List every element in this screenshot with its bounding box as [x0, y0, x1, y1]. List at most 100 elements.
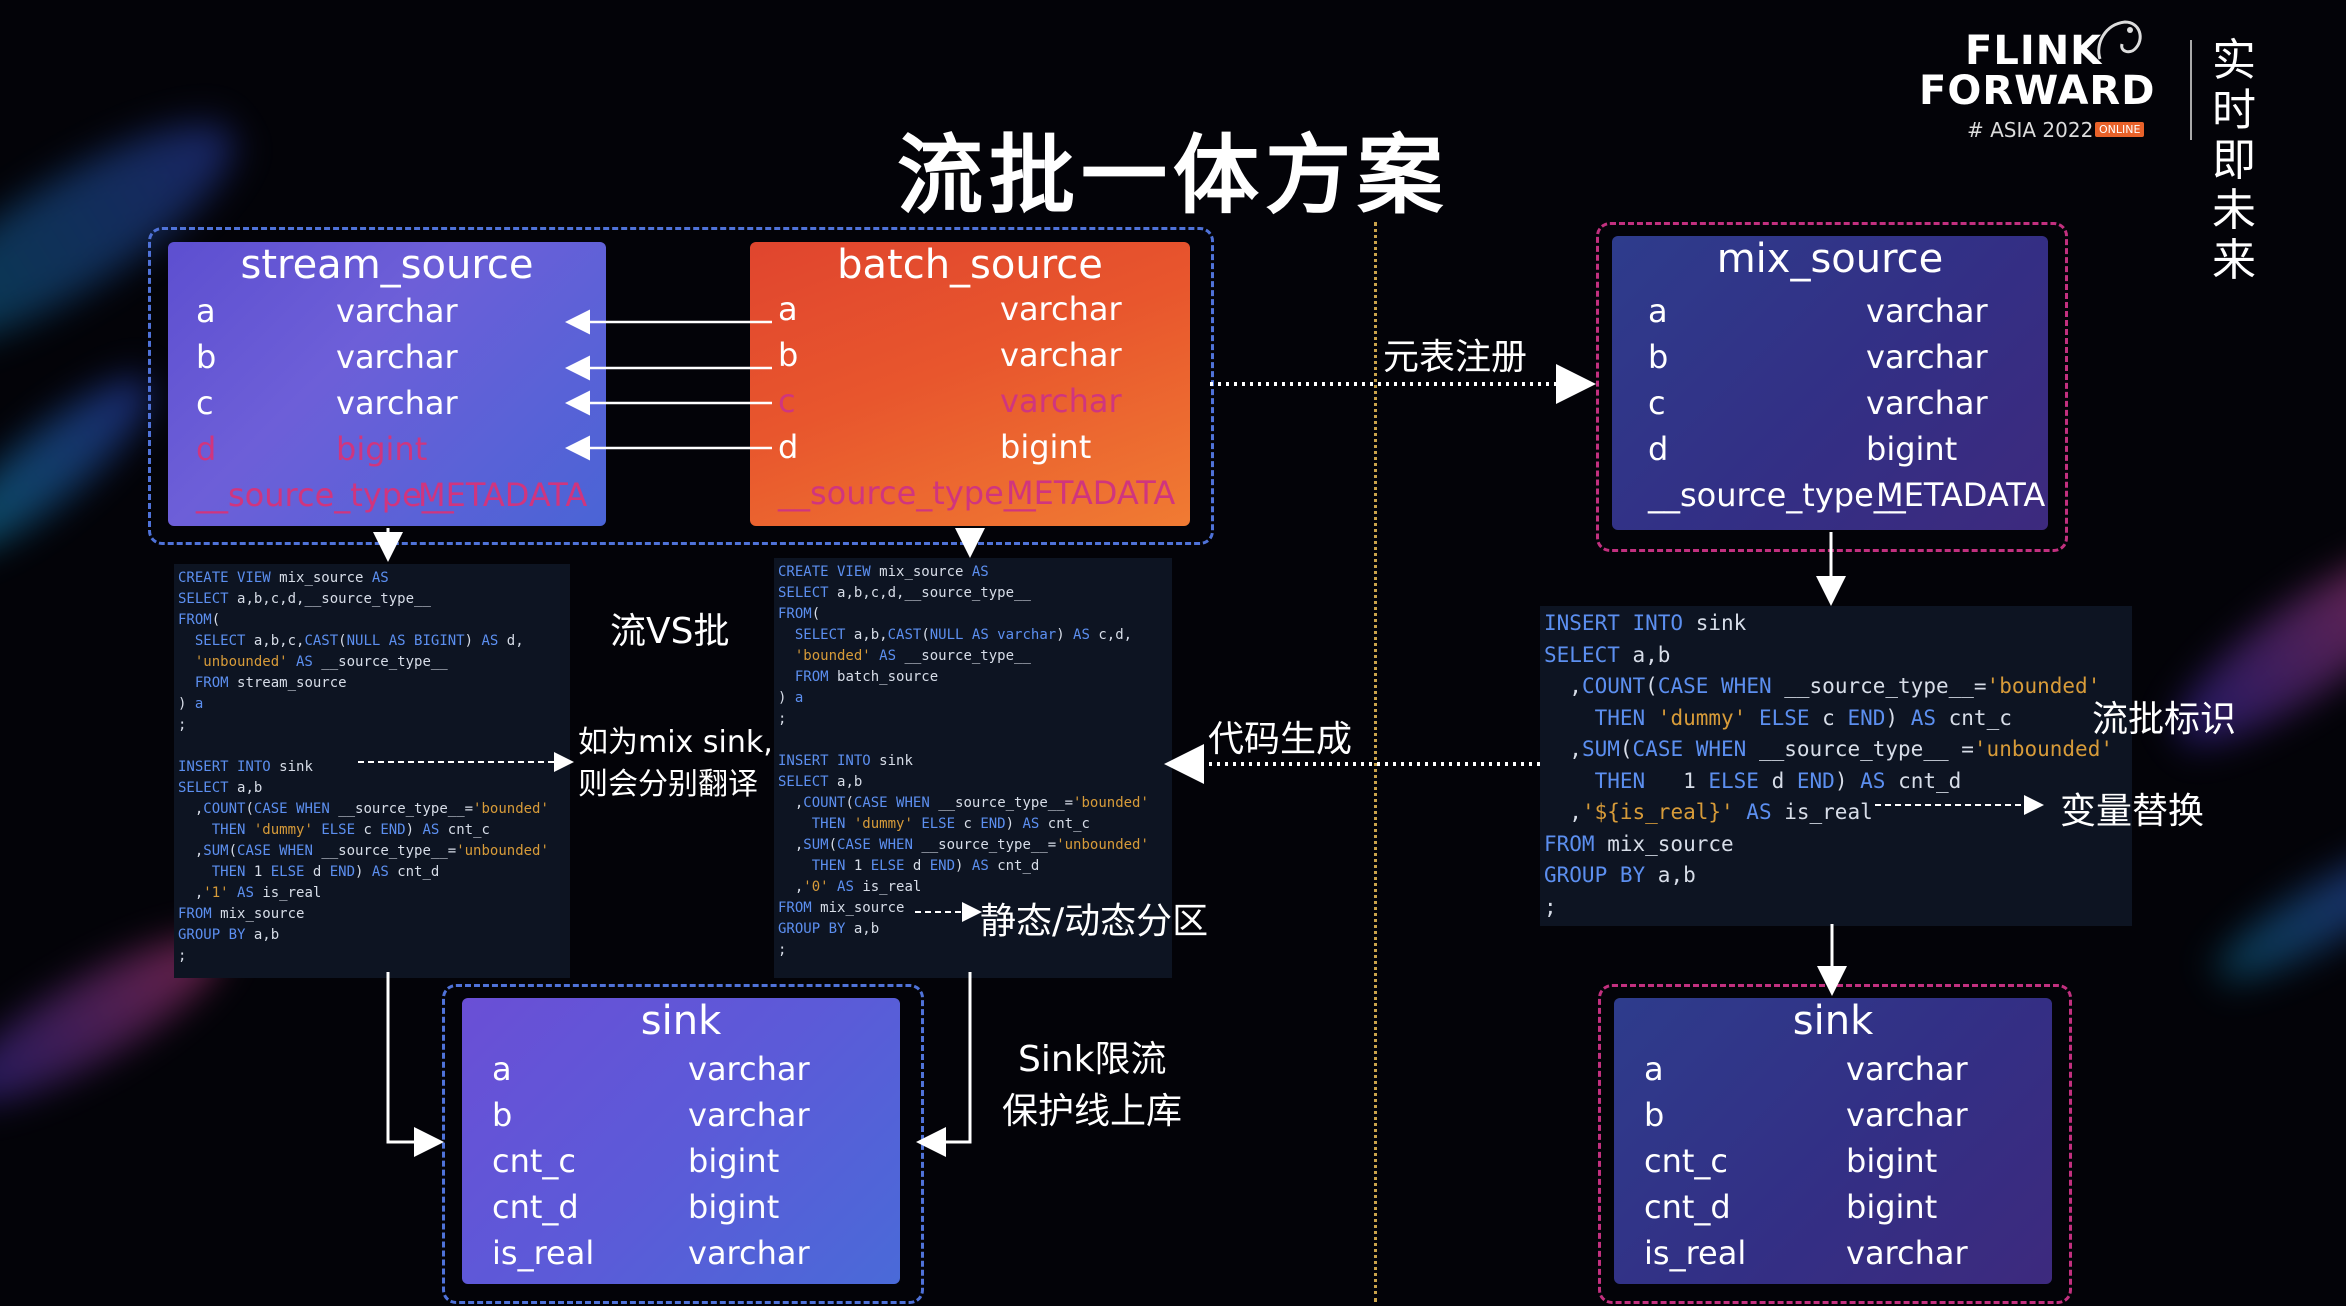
- code-token: ): [405, 822, 423, 838]
- code-token: ;: [1544, 894, 1557, 919]
- field-name: __source_type__: [196, 476, 454, 514]
- stream-vs-batch-label: 流VS批: [610, 611, 730, 652]
- logo-line-1: FLINK: [1965, 28, 2103, 74]
- code-line: SELECT a,b: [778, 772, 1168, 793]
- code-token: ELSE: [1708, 768, 1772, 793]
- code-token: ): [464, 633, 482, 649]
- logo-divider: [2190, 40, 2192, 140]
- code-token: THEN: [1594, 768, 1658, 793]
- code-token: ,: [1544, 800, 1582, 824]
- code-token: AS: [870, 648, 905, 664]
- code-line: INSERT INTO sink: [1544, 608, 2128, 640]
- code-token: ELSE: [312, 822, 364, 838]
- code-token: ): [1056, 627, 1074, 643]
- code-token: __source_type__=: [938, 795, 1074, 811]
- sink-limit-note: Sink限流 保护线上库: [1002, 1034, 1182, 1138]
- code-token: stream_source: [237, 675, 347, 691]
- field-name: cnt_c: [1644, 1142, 1729, 1180]
- var-replace-label: 变量替换: [2060, 791, 2205, 832]
- code-token: FROM: [178, 906, 221, 922]
- code-token: 'unbounded': [1973, 737, 2113, 761]
- arrow-stream-code-to-sink: [386, 972, 444, 1157]
- code-token: FROM: [794, 669, 838, 685]
- code-line: ,SUM(CASE WHEN __source_type__='unbounde…: [778, 835, 1168, 856]
- code-line: GROUP BY a,b: [778, 919, 1168, 940]
- code-token: AS: [1022, 816, 1048, 832]
- field-type: varchar: [688, 1050, 810, 1088]
- code-token: ): [1834, 768, 1861, 793]
- slogan: 实时即 未来: [2212, 36, 2292, 286]
- code-line: INSERT INTO sink: [178, 757, 566, 778]
- code-line: ,'${is_real}' AS is_real: [1544, 797, 2128, 829]
- code-token: c: [1822, 705, 1848, 730]
- code-token: d,: [506, 633, 524, 649]
- code-token: END: [1796, 768, 1835, 793]
- code-token: INSERT INTO: [778, 753, 880, 769]
- code-line: ) a: [778, 688, 1168, 709]
- code-token: COUNT: [803, 795, 846, 811]
- field-type: varchar: [1866, 384, 1988, 422]
- code-token: a,b,c,d,__source_type__: [237, 591, 431, 607]
- section-divider: [1374, 222, 1377, 1302]
- code-token: ;: [778, 711, 787, 727]
- slogan-line-1: 实时即: [2212, 35, 2256, 186]
- logo-line-2: FORWARD: [1919, 68, 2156, 114]
- code-token: a,b,c,d,__source_type__: [837, 585, 1031, 601]
- code-token: ,: [778, 837, 804, 853]
- code-token: cnt_d: [397, 864, 440, 880]
- field-name: b: [1644, 1096, 1665, 1134]
- code-token: ): [178, 696, 195, 712]
- code-line: 'unbounded' AS __source_type__: [178, 652, 566, 673]
- code-line: FROM mix_source: [178, 904, 566, 925]
- code-token: ): [1005, 816, 1023, 832]
- field-type: varchar: [688, 1234, 810, 1272]
- code-token: cnt_c: [1948, 705, 2012, 730]
- code-line: FROM(: [778, 604, 1168, 625]
- code-token: THEN: [811, 816, 854, 832]
- field-type: varchar: [336, 384, 458, 422]
- code-token: NULL AS BIGINT: [346, 633, 465, 649]
- field-type: varchar: [1000, 382, 1122, 420]
- field-type: bigint: [1866, 430, 1958, 468]
- code-line: SELECT a,b,c,d,__source_type__: [178, 589, 566, 610]
- code-token: d: [1771, 768, 1797, 793]
- code-token: THEN: [211, 822, 254, 838]
- code-token: COUNT: [203, 801, 246, 817]
- code-token: batch_source: [837, 669, 939, 685]
- code-gen-label: 代码生成: [1208, 719, 1353, 760]
- code-token: a: [794, 690, 804, 706]
- code-line: THEN 'dummy' ELSE c END) AS cnt_c: [778, 814, 1168, 835]
- code-token: ,: [178, 801, 204, 817]
- code-token: FROM: [778, 606, 812, 622]
- code-token: AS: [481, 633, 507, 649]
- stream-source-title: stream_source: [240, 242, 534, 288]
- code-line: FROM(: [178, 610, 566, 631]
- field-type: varchar: [1866, 338, 1988, 376]
- code-token: cnt_c: [1047, 816, 1090, 832]
- sink-left-title: sink: [640, 998, 722, 1044]
- code-token: AS: [971, 564, 989, 580]
- code-line: ,COUNT(CASE WHEN __source_type__='bounde…: [178, 799, 566, 820]
- code-token: 1: [1657, 768, 1709, 793]
- code-token: mix_source: [220, 906, 305, 922]
- code-token: AS: [1733, 800, 1785, 824]
- code-line: ) a: [178, 694, 566, 715]
- code-token: ,: [1544, 737, 1582, 761]
- field-name: b: [778, 336, 799, 374]
- code-token: (: [811, 606, 821, 622]
- code-line: FROM mix_source: [1544, 829, 2128, 861]
- field-name: a: [778, 290, 798, 328]
- code-line: FROM mix_source: [778, 898, 1168, 919]
- code-line: ,COUNT(CASE WHEN __source_type__='bounde…: [1544, 671, 2128, 703]
- field-type: bigint: [336, 430, 428, 468]
- code-token: 'bounded': [1986, 674, 2101, 698]
- code-token: a,b: [253, 927, 280, 943]
- code-token: ,: [778, 795, 804, 811]
- code-token: SELECT: [178, 591, 238, 607]
- code-token: END: [329, 864, 356, 880]
- code-token: __source_type__=: [1784, 674, 1987, 698]
